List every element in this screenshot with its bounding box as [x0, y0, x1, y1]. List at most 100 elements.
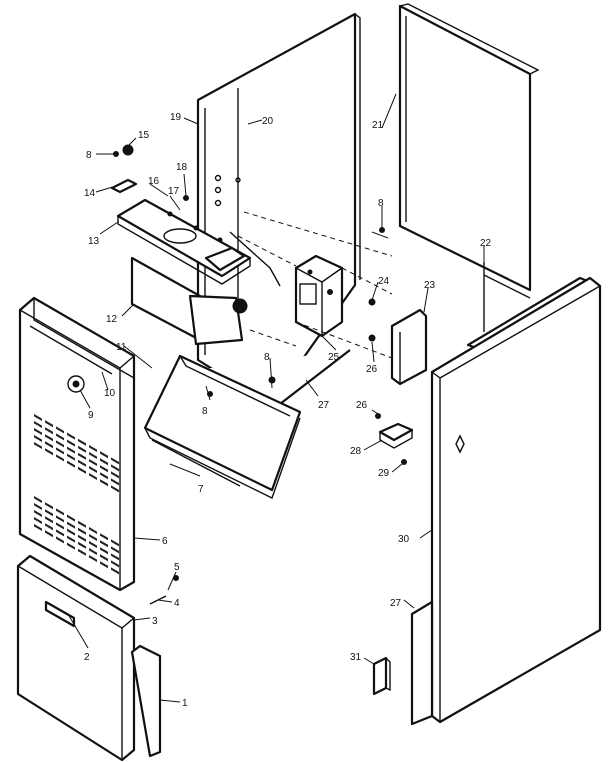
louver-slot	[56, 536, 64, 544]
louver-slot	[34, 524, 42, 531]
louver-slot	[56, 515, 64, 523]
louver-slot	[56, 522, 64, 530]
louver-slot	[45, 427, 53, 435]
louver-slot	[111, 485, 119, 493]
louver-slot	[111, 546, 119, 554]
louver-slot	[100, 451, 108, 459]
louver-slot	[34, 510, 42, 517]
louver-slot	[100, 540, 108, 548]
louver-slot	[67, 521, 75, 529]
louver-slot	[56, 447, 64, 455]
louver-slot	[56, 454, 64, 462]
callout-14: 14	[84, 188, 96, 199]
callout-29: 29	[378, 468, 390, 479]
louver-slot	[111, 567, 119, 575]
louver-slot	[89, 466, 97, 473]
callout-8: 8	[202, 406, 208, 417]
callout-12: 12	[106, 314, 118, 325]
louver-slot	[45, 523, 53, 531]
callout-13: 13	[88, 236, 100, 247]
callout-16: 16	[148, 176, 160, 187]
louver-slot	[67, 439, 75, 447]
top-shelf	[116, 198, 281, 287]
louver-slot	[89, 534, 97, 541]
louver-slot	[78, 520, 86, 528]
callout-labels: 1 2 3 4 5 6 7 8 8 8 8 9 10 11 12 13 14 1…	[84, 112, 492, 709]
louver-slot	[111, 457, 119, 465]
front-upper-panel	[18, 296, 136, 592]
main-side-panel	[430, 276, 602, 724]
callout-26: 26	[356, 400, 368, 411]
callout-28: 28	[350, 446, 362, 457]
louver-slot	[56, 426, 64, 434]
callout-5: 5	[174, 562, 180, 573]
louver-slot	[111, 478, 119, 486]
vertical-bracket	[390, 308, 428, 386]
callout-20: 20	[262, 116, 274, 127]
louver-slot	[67, 514, 75, 522]
louver-slot	[89, 527, 97, 534]
louver-slot	[56, 508, 64, 516]
callout-15: 15	[138, 130, 150, 141]
callout-27: 27	[390, 598, 402, 609]
louver-slot	[78, 527, 86, 535]
callout-4: 4	[174, 598, 180, 609]
callout-8: 8	[264, 352, 270, 363]
callout-24: 24	[378, 276, 390, 287]
louver-slot	[34, 517, 42, 524]
callout-25: 25	[328, 352, 340, 363]
louver-slot	[45, 516, 53, 524]
louver-slot	[56, 440, 64, 448]
louver-slot	[89, 459, 97, 466]
louver-slot	[34, 414, 42, 421]
louver-slot	[78, 438, 86, 446]
blower-housing	[130, 256, 248, 346]
louver-slot	[34, 428, 42, 435]
louver-slot	[100, 465, 108, 473]
louver-slot	[67, 542, 75, 550]
alignment-lines	[237, 211, 393, 359]
callout-30: 30	[398, 534, 410, 545]
louver-slot	[45, 509, 53, 517]
louver-slot	[100, 533, 108, 541]
callout-18: 18	[176, 162, 188, 173]
louver-slot	[78, 534, 86, 542]
left-side-panel	[196, 12, 361, 407]
side-flange	[410, 600, 434, 726]
louver-slot	[100, 561, 108, 569]
louver-slot	[67, 528, 75, 536]
louver-slot	[67, 446, 75, 454]
louver-slot	[100, 458, 108, 466]
louver-slot	[56, 433, 64, 441]
louver-slot	[34, 503, 42, 510]
louver-slot	[56, 529, 64, 537]
callout-23: 23	[424, 280, 436, 291]
louver-slot	[45, 448, 53, 456]
callout-9: 9	[88, 410, 94, 421]
louver-slot	[89, 541, 97, 548]
louver-slot	[89, 445, 97, 452]
callout-31: 31	[350, 652, 362, 663]
callout-27: 27	[318, 400, 330, 411]
louver-slot	[34, 496, 42, 503]
callout-2: 2	[84, 652, 90, 663]
rear-panel	[398, 3, 540, 292]
louver-slot	[45, 434, 53, 442]
upper-grille	[34, 414, 119, 493]
louver-slot	[111, 539, 119, 547]
louver-slot	[111, 464, 119, 472]
louver-slot	[89, 555, 97, 562]
lower-grille	[34, 496, 119, 575]
louver-slot	[111, 553, 119, 561]
callout-17: 17	[168, 186, 180, 197]
clip	[372, 656, 391, 696]
louver-slot	[45, 502, 53, 510]
louver-slot	[78, 452, 86, 460]
small-bracket	[378, 422, 414, 449]
drain-pan	[143, 354, 302, 499]
louver-slot	[34, 442, 42, 449]
louver-slot	[45, 530, 53, 538]
louver-slot	[78, 466, 86, 474]
louver-slot	[100, 472, 108, 480]
